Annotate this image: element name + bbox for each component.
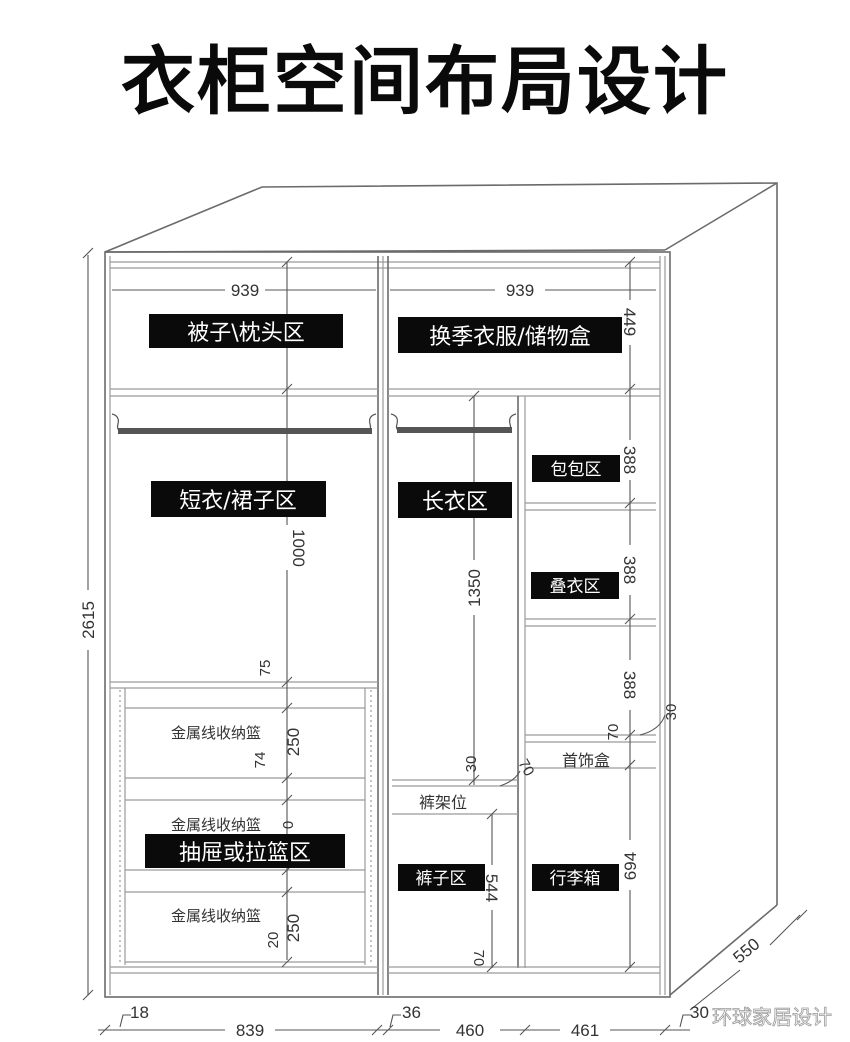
dim-basket-mid: 0 bbox=[280, 821, 297, 829]
svg-text:叠衣区: 叠衣区 bbox=[550, 577, 601, 597]
dim-long-hang: 1350 bbox=[465, 569, 484, 607]
dim-gap-74: 74 bbox=[252, 752, 269, 769]
dim-rack-70: 70 bbox=[514, 756, 537, 779]
zone-bags: 包包区 bbox=[532, 455, 620, 482]
dimension-labels: 939 939 449 2615 1000 1350 388 388 388 7… bbox=[79, 281, 763, 1040]
dim-top-height: 449 bbox=[620, 308, 639, 336]
zone-labels: 被子\枕头区 换季衣服/储物盒 短衣/裙子区 长衣区 包包区 叠衣区 抽屉或拉篮… bbox=[145, 314, 622, 891]
small-labels: 金属线收纳篮 金属线收纳篮 金属线收纳篮 首饰盒 裤架位 bbox=[171, 724, 610, 925]
svg-text:长衣区: 长衣区 bbox=[422, 490, 488, 515]
zone-folded-clothes: 叠衣区 bbox=[531, 572, 619, 599]
dim-rack-30: 30 bbox=[463, 756, 480, 773]
dim-bottom-461: 461 bbox=[571, 1021, 599, 1040]
zone-long-clothes: 长衣区 bbox=[398, 482, 512, 518]
dimension-lines bbox=[82, 247, 808, 1036]
dim-pants: 544 bbox=[482, 874, 501, 902]
cabinet-outline bbox=[104, 182, 778, 998]
dim-bottom-18: 18 bbox=[130, 1003, 149, 1022]
svg-text:抽屉或拉篮区: 抽屉或拉篮区 bbox=[179, 841, 311, 866]
dim-basket-bottom: 250 bbox=[284, 914, 303, 942]
dim-bottom-36: 36 bbox=[402, 1003, 421, 1022]
jewelry-box-label: 首饰盒 bbox=[562, 751, 610, 770]
dim-short-hang: 1000 bbox=[289, 529, 308, 567]
zone-pants: 裤子区 bbox=[398, 864, 485, 891]
dim-folded: 388 bbox=[620, 556, 639, 584]
page-title: 衣柜空间布局设计 bbox=[121, 39, 729, 125]
dim-shelf3: 388 bbox=[620, 671, 639, 699]
svg-text:短衣/裙子区: 短衣/裙子区 bbox=[179, 489, 296, 514]
basket-label-3: 金属线收纳篮 bbox=[171, 907, 261, 925]
dim-bottom-460: 460 bbox=[456, 1021, 484, 1040]
dim-jewelry-70: 70 bbox=[605, 724, 622, 741]
dim-bottom-839: 839 bbox=[236, 1021, 264, 1040]
basket-label-2: 金属线收纳篮 bbox=[171, 816, 261, 834]
svg-text:裤子区: 裤子区 bbox=[416, 869, 467, 889]
hanging-rods bbox=[111, 413, 517, 434]
dim-luggage: 694 bbox=[621, 852, 640, 880]
dim-basket-top: 250 bbox=[284, 728, 303, 756]
svg-text:包包区: 包包区 bbox=[551, 460, 602, 480]
zone-luggage: 行李箱 bbox=[532, 864, 619, 891]
zone-short-clothes: 短衣/裙子区 bbox=[151, 481, 326, 517]
dim-total-height: 2615 bbox=[79, 601, 98, 639]
dim-side-30: 30 bbox=[663, 704, 680, 721]
dim-top-left-width: 939 bbox=[231, 281, 259, 300]
zone-quilt-pillow: 被子\枕头区 bbox=[149, 314, 343, 348]
basket-label-1: 金属线收纳篮 bbox=[171, 724, 261, 742]
dim-bottom-30: 30 bbox=[690, 1003, 709, 1022]
dim-depth: 550 bbox=[729, 934, 763, 967]
dim-top-right-width: 939 bbox=[506, 281, 534, 300]
dim-base-70: 70 bbox=[470, 950, 487, 967]
dim-bags: 388 bbox=[620, 446, 639, 474]
svg-text:被子\枕头区: 被子\枕头区 bbox=[187, 321, 304, 346]
watermark: 环球家居设计 bbox=[712, 1005, 832, 1029]
svg-text:行李箱: 行李箱 bbox=[550, 869, 601, 889]
zone-drawers: 抽屉或拉篮区 bbox=[145, 834, 345, 868]
pants-rack-label: 裤架位 bbox=[419, 793, 467, 812]
svg-text:换季衣服/储物盒: 换季衣服/储物盒 bbox=[429, 325, 590, 350]
zone-seasonal-storage: 换季衣服/储物盒 bbox=[398, 317, 622, 353]
dim-gap-20: 20 bbox=[265, 932, 282, 949]
dim-gap-75: 75 bbox=[257, 660, 274, 677]
